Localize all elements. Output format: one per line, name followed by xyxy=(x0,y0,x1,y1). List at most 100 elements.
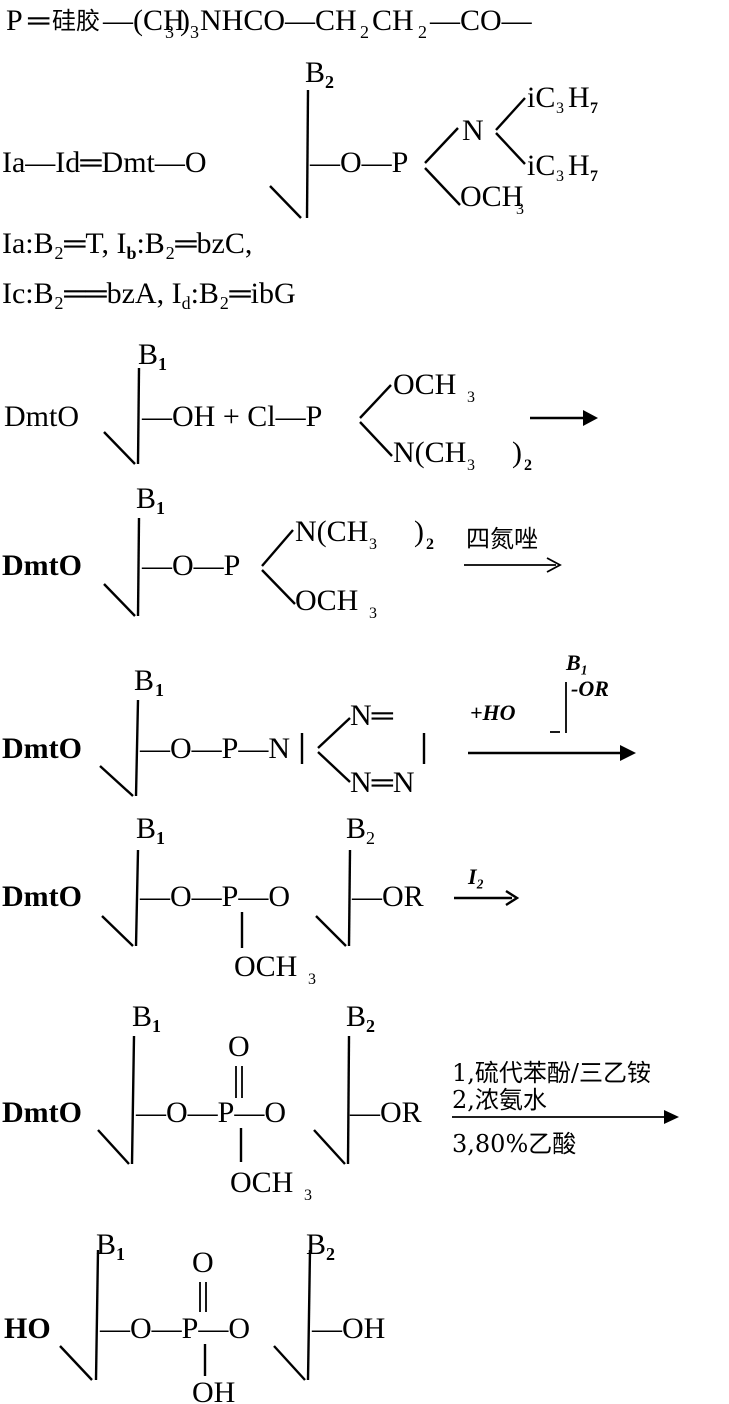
sugar-1-vertical-bond xyxy=(94,1249,100,1381)
step-3-tetrazolide: B 1 DmtO —O—P—N N═ N═N B₁ +HO -OR xyxy=(2,650,636,799)
protected-3p-or: —OR xyxy=(351,880,424,913)
condition-2: 2,浓氨水 xyxy=(452,1086,547,1114)
reaction-arrow-head xyxy=(664,1110,679,1124)
reaction-arrow-head xyxy=(505,889,520,907)
condition-1: 1,硫代苯酚/三乙铵 xyxy=(452,1059,651,1087)
dimethylamino-group: N(CH 3 ) 2 xyxy=(295,515,434,553)
base-2-sub: 2 xyxy=(366,1016,375,1036)
step-2-phosphoramidite: B 1 DmtO —O—P N(CH 3 ) 2 OCH 3 四氮唑 xyxy=(2,482,562,622)
reagent-label: Ia—Id═Dmt—O xyxy=(2,146,207,179)
step3-right: —O—P—N xyxy=(139,732,290,765)
base-2-sub: 2 xyxy=(326,1244,335,1264)
methoxy-group: OCH xyxy=(393,368,456,401)
header-definition: P ═ 硅胶 —(CH 3 ) 3 NHCO—CH 2 CH 2 —CO— xyxy=(6,4,533,42)
svg-text:3: 3 xyxy=(556,100,564,117)
sugar-vertical-bond xyxy=(136,517,141,617)
svg-text:7: 7 xyxy=(590,168,598,185)
header-close: ) xyxy=(180,4,190,37)
svg-text:2: 2 xyxy=(524,457,532,474)
protected-5p-o: DmtO xyxy=(2,732,82,765)
variants-line-1: Ia:B₂═T, Ib:B₂═bzC, xyxy=(2,227,252,263)
isopropyl-group: iC 3 H 7 xyxy=(527,149,598,185)
svg-text:): ) xyxy=(414,515,424,548)
p-o-bond xyxy=(359,384,392,419)
phosphate-linkage: —O—P—O xyxy=(99,1312,250,1345)
sugar-2-vertical-bond xyxy=(347,849,352,947)
base-1-label: B xyxy=(132,1000,152,1033)
methoxy-sub: 3 xyxy=(467,389,475,406)
variants-line-2: Ic:B₂══bzA, Id:B₂═ibG xyxy=(2,277,296,313)
sugar-2-diagonal-bond xyxy=(313,1129,346,1165)
p-n-bond xyxy=(359,421,393,457)
svg-text:H: H xyxy=(568,149,590,182)
reaction-arrow-head xyxy=(583,410,598,426)
svg-text:3: 3 xyxy=(467,457,475,474)
isopropyl-group: iC 3 H 7 xyxy=(527,81,598,117)
phosphate-oh: OH xyxy=(192,1376,235,1404)
protected-5p-o: DmtO xyxy=(4,400,79,433)
base-label: B xyxy=(305,56,325,89)
n-ring-bond xyxy=(317,751,351,783)
protected-5p-o: DmtO xyxy=(2,1096,82,1129)
arrow-reagent-tetrazole: 四氮唑 xyxy=(466,525,538,553)
reagent-variants: Ia:B₂═T, Ib:B₂═bzC, Ic:B₂══bzA, Id:B₂═ib… xyxy=(2,227,296,313)
base-1-sub: 1 xyxy=(156,828,165,848)
sugar-1-vertical-bond xyxy=(134,849,140,947)
hydroxyl-5p: HO xyxy=(4,1312,51,1345)
svg-text:iC: iC xyxy=(527,149,555,182)
sugar-2-diagonal-bond xyxy=(273,1345,306,1381)
sugar-2-diagonal-bond xyxy=(315,915,347,947)
oxo-oxygen: O xyxy=(192,1246,214,1279)
base-1-sub: 1 xyxy=(152,1016,161,1036)
reagent-base-label: B₁ xyxy=(565,650,588,675)
arrow-reagent-iodine: I₂ xyxy=(467,864,484,889)
svg-text:iC: iC xyxy=(527,81,555,114)
base-2-label: B xyxy=(346,812,366,845)
header-sub: 3 xyxy=(165,22,174,42)
sugar-1-diagonal-bond xyxy=(59,1345,93,1381)
header-chain: —(CH xyxy=(102,4,185,37)
base-label: B xyxy=(136,482,156,515)
sugar-1-vertical-bond xyxy=(130,1035,136,1165)
base-1-label: B xyxy=(96,1228,116,1261)
dimethylamino-group: N(CH 3 ) 2 xyxy=(393,436,532,474)
sugar-diagonal-bond xyxy=(103,583,136,617)
svg-text:7: 7 xyxy=(590,100,598,117)
base-1-sub: 1 xyxy=(116,1244,125,1264)
protected-5p-o: DmtO xyxy=(2,549,82,582)
hydroxyl-3p: —OH xyxy=(311,1312,385,1345)
base-label: B xyxy=(138,338,158,371)
methoxy-sub: 3 xyxy=(516,201,524,218)
base-label: B xyxy=(134,664,154,697)
p-n-bond xyxy=(261,529,294,567)
svg-text:2: 2 xyxy=(426,536,434,553)
header-sub: 3 xyxy=(190,22,199,42)
reagent-phosphoramidite: B 2 Ia—Id═Dmt—O —O—P N iC 3 H 7 iC 3 H 7… xyxy=(2,56,598,219)
sugar-diagonal-bond xyxy=(269,185,302,219)
step-4-phosphite-triester: B 1 B 2 DmtO —O—P—O —OR OCH 3 I₂ xyxy=(2,812,520,988)
reaction-arrow-head xyxy=(546,557,562,573)
n-ipr-bond xyxy=(495,132,526,165)
header-nhco: NHCO—CH xyxy=(200,4,357,37)
header-silica: 硅胶 xyxy=(52,7,100,35)
sugar-diagonal-bond xyxy=(103,431,136,465)
header-lhs: P xyxy=(6,4,23,37)
condition-3: 3,80%乙酸 xyxy=(452,1130,576,1158)
protected-5p-o: DmtO xyxy=(2,880,82,913)
reagent-or: -OR xyxy=(571,676,609,701)
final-product-dinucleotide: B 1 B 2 O HO —O—P—O —OH OH xyxy=(4,1228,385,1404)
svg-text:3: 3 xyxy=(556,168,564,185)
sugar-2-vertical-bond xyxy=(306,1249,312,1381)
phosphate-linkage: —O—P—O xyxy=(135,1096,286,1129)
sugar-1-diagonal-bond xyxy=(101,915,134,947)
methoxy-sub: 3 xyxy=(369,605,377,622)
base-sub: 1 xyxy=(155,680,164,700)
sugar-2-vertical-bond xyxy=(346,1035,351,1165)
base-2-label: B xyxy=(346,1000,366,1033)
svg-text:3: 3 xyxy=(369,536,377,553)
svg-text:N(CH: N(CH xyxy=(295,515,368,548)
sugar-vertical-bond xyxy=(134,699,140,797)
base-1-label: B xyxy=(136,812,156,845)
oxo-oxygen: O xyxy=(228,1030,250,1063)
